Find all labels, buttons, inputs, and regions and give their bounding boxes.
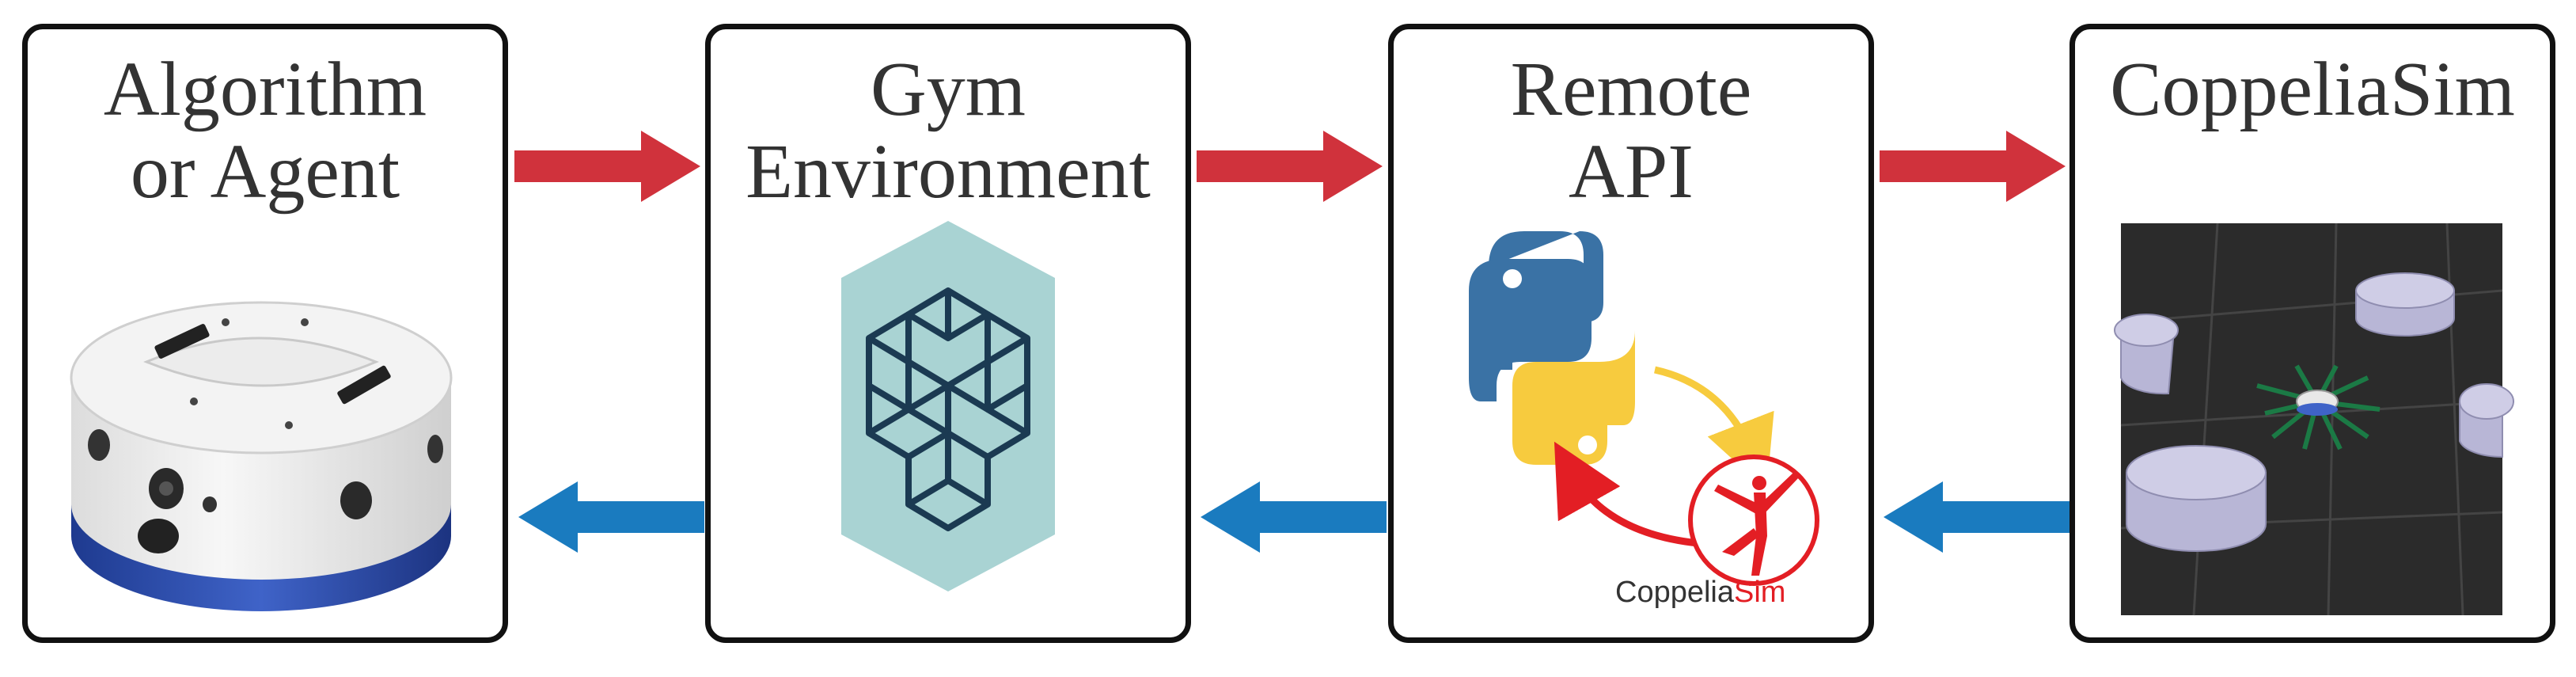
title-line-2: API <box>1569 129 1694 215</box>
title-line-2: Environment <box>745 129 1151 215</box>
coppeliasim-logo-text: CoppeliaSim <box>1615 576 1785 610</box>
box-title: Remote API <box>1394 48 1868 213</box>
arrow-backward-1 <box>518 481 704 553</box>
coppeliasim-logo-icon <box>1688 455 1819 586</box>
box-title: Algorithm or Agent <box>28 48 503 213</box>
python-icon <box>1469 231 1635 465</box>
box-remote-api: Remote API <box>1388 24 1874 643</box>
logo-text-main: Coppelia <box>1615 576 1734 609</box>
box-title: CoppeliaSim <box>2075 48 2550 131</box>
arrow-forward-3 <box>1880 131 2066 202</box>
title-line-2: or Agent <box>130 129 400 215</box>
title-line-1: Remote <box>1510 47 1752 132</box>
robot-image <box>70 301 453 611</box>
box-title: Gym Environment <box>711 48 1186 213</box>
remote-api-graphic <box>1469 231 1819 586</box>
box-coppeliasim: CoppeliaSim <box>2070 24 2555 643</box>
title-line-1: Algorithm <box>103 47 427 132</box>
title-line-1: CoppeliaSim <box>2110 47 2515 132</box>
arrow-forward-2 <box>1197 131 1383 202</box>
box-gym-environment: Gym Environment <box>705 24 1191 643</box>
arrow-forward-1 <box>514 131 700 202</box>
box-algorithm-agent: Algorithm or Agent <box>22 24 508 643</box>
arrow-backward-2 <box>1201 481 1387 553</box>
gym-logo <box>841 221 1055 591</box>
simulation-scene <box>2114 222 2514 616</box>
title-line-1: Gym <box>871 47 1026 132</box>
logo-text-accent: Sim <box>1734 576 1786 609</box>
arrow-backward-3 <box>1884 481 2070 553</box>
